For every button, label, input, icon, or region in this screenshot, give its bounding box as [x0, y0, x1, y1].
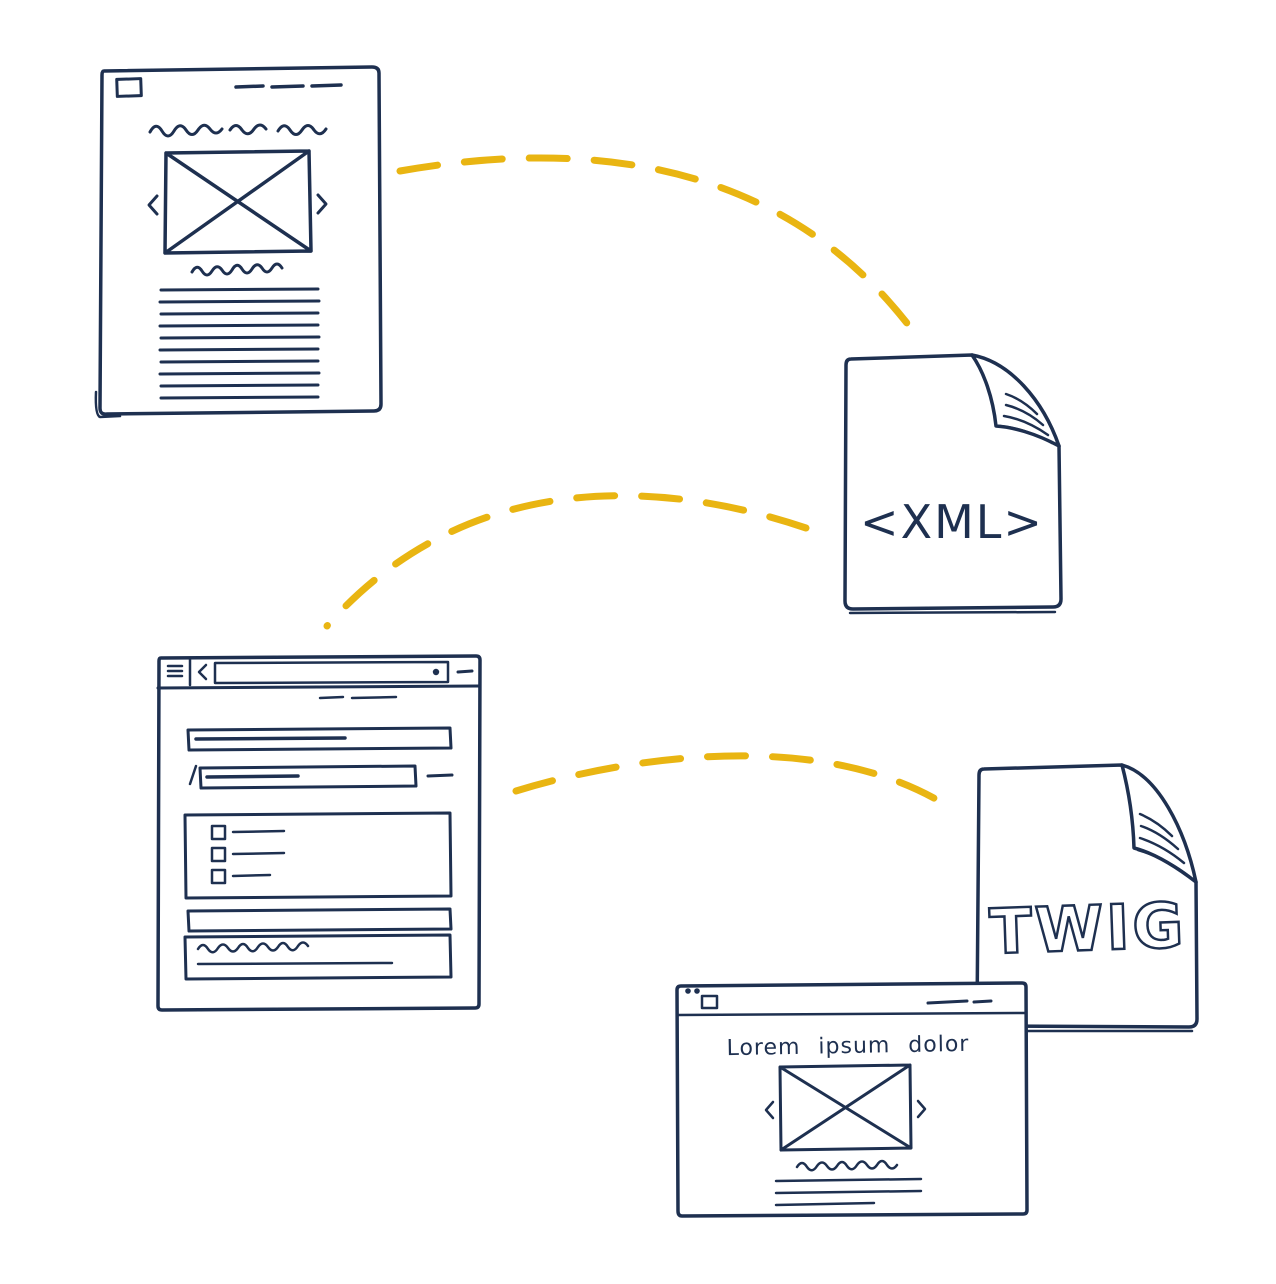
textarea-scribble [196, 941, 310, 954]
address-bar [213, 660, 450, 685]
xml-label: <XML> [860, 495, 1044, 549]
caption-scribble [190, 262, 284, 277]
titlebar-divider [156, 684, 481, 690]
window-logo-square [700, 994, 719, 1010]
input-field-3 [186, 907, 453, 933]
form-window [156, 654, 482, 1012]
input-field-1 [186, 726, 453, 752]
window-titlebar-divider [676, 1011, 1028, 1017]
checkbox-labels [231, 829, 286, 878]
carousel-right-arrow-icon [316, 193, 328, 215]
paragraph-lines [158, 287, 321, 400]
field-2-side-dash [426, 773, 454, 778]
input-field-2-value-line [205, 774, 300, 779]
form-window-border [156, 654, 482, 1012]
rendered-page-window: Lorem ipsum dolor [675, 981, 1029, 1218]
rendered-heading: Lorem ipsum dolor [726, 1032, 969, 1061]
textarea-box [183, 933, 453, 981]
rendered-image-placeholder [778, 1063, 913, 1152]
connector-form-to-twig [512, 752, 953, 811]
rendered-paragraph-lines [774, 1177, 923, 1207]
carousel-left-arrow-icon [147, 194, 159, 216]
window-dot-icon-1 [685, 988, 691, 994]
checkbox-list-box [183, 811, 453, 900]
hamburger-menu-icon [166, 664, 184, 678]
wireframe-border-sketch-stroke [94, 390, 122, 419]
twig-fold-hatching [1136, 812, 1192, 879]
logo-placeholder-icon [115, 77, 143, 98]
textarea-line [196, 961, 394, 966]
image-placeholder [163, 149, 313, 255]
connector-wireframe-to-xml [396, 154, 917, 335]
back-arrow-icon [197, 663, 208, 681]
cursor-slash [188, 764, 198, 786]
connectors [323, 154, 953, 811]
twig-file-icon: TWIG [975, 763, 1199, 1033]
xml-fold-hatching [998, 392, 1054, 445]
nav-dashes [318, 695, 398, 700]
checkboxes [210, 824, 227, 885]
xml-paper-sketch-stroke [848, 610, 1057, 615]
input-field-2 [198, 764, 418, 790]
heading-scribble [148, 123, 328, 138]
rendered-caption-scribble [795, 1159, 899, 1172]
address-bar-dot-icon [432, 668, 440, 676]
window-dot-icon-2 [694, 988, 700, 994]
input-field-1-value-line [194, 736, 347, 741]
rendered-carousel-left-arrow-icon [764, 1100, 775, 1120]
twig-label: TWIG [988, 889, 1187, 969]
connector-xml-to-form [323, 492, 810, 630]
wireframe-document [94, 65, 383, 419]
rendered-window-border [675, 981, 1029, 1218]
minimize-dash-icon [456, 669, 474, 674]
rendered-carousel-right-arrow-icon [916, 1099, 927, 1119]
xml-file-icon: <XML> [843, 353, 1063, 615]
menu-dashes-icon [234, 83, 343, 89]
window-menu-dashes [926, 999, 993, 1005]
